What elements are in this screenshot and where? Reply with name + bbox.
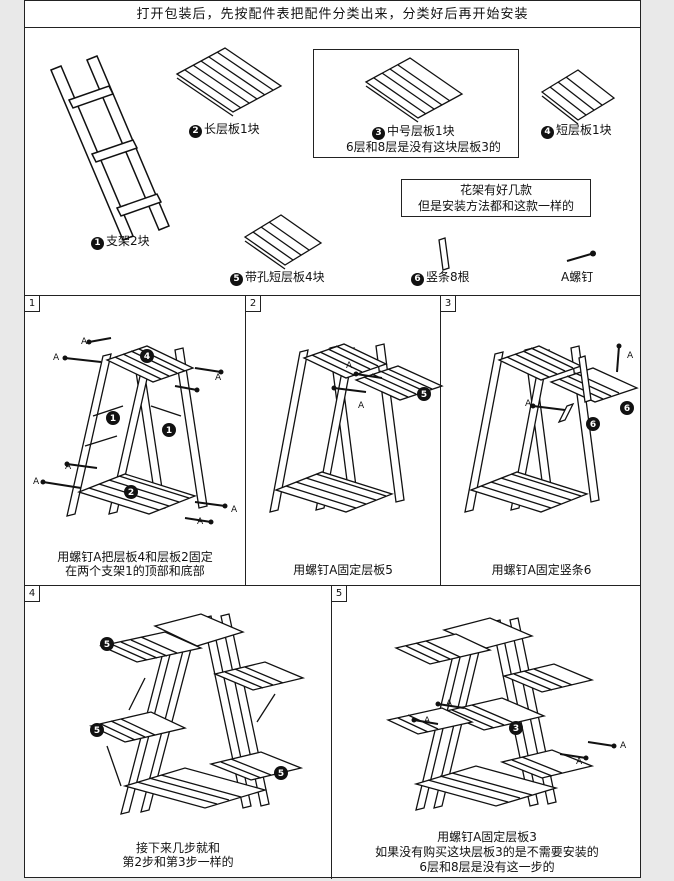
step-3-a-2: A <box>525 399 532 409</box>
part-4-number: 4 <box>541 126 554 139</box>
step-3-marker-6b: 6 <box>590 420 596 430</box>
step-1-marker-1b: 1 <box>166 426 172 436</box>
step-4-caption-1: 接下来几步就和 <box>135 841 220 855</box>
step-1-a-6: A <box>231 505 238 515</box>
step-2-number: 2 <box>246 296 261 312</box>
step-4-caption-2: 第2步和第3步一样的 <box>122 855 234 869</box>
step-5-number: 5 <box>332 586 347 602</box>
step-1-illustration: A A A A A A A 4 1 1 2 <box>33 337 238 527</box>
step-5-caption-3: 6层和8层是没有这一步的 <box>419 860 555 874</box>
step-1-a-1: A <box>81 337 88 347</box>
part-2-number: 2 <box>189 125 202 138</box>
step-5-panel: 5 <box>332 586 642 879</box>
step-1-marker-1a: 1 <box>110 414 116 424</box>
step-3-illustration: A A 6 6 <box>464 343 639 513</box>
screw-icon <box>566 250 596 262</box>
step-5-a-1: A <box>446 699 453 709</box>
step-5-a-4: A <box>576 757 583 767</box>
part-5-number: 5 <box>230 273 243 286</box>
step-2-a-2: A <box>346 361 353 371</box>
step-2-a-1: A <box>358 401 365 411</box>
step-5-a-3: A <box>620 741 627 751</box>
step-1-marker-4: 4 <box>144 352 150 362</box>
step-3-marker-6a: 6 <box>624 404 630 414</box>
step-1-caption-2: 在两个支架1的顶部和底部 <box>65 564 205 578</box>
step-1-a-3: A <box>215 373 222 383</box>
step-1-marker-2: 2 <box>128 488 134 498</box>
part-5-text: 带孔短层板4块 <box>245 270 325 284</box>
vertical-strip-illustration <box>438 237 450 271</box>
step-3-number: 3 <box>441 296 456 312</box>
step-4-panel: 4 <box>25 586 332 879</box>
step-3-a-1: A <box>627 351 634 361</box>
info-line-2: 但是安装方法都和这款一样的 <box>417 199 574 213</box>
part-3-text: 中号层板1块 <box>387 124 455 138</box>
header-instruction: 打开包装后，先按配件表把配件分类出来，分类好后再开始安装 <box>25 1 640 28</box>
step-3-panel: 3 <box>441 296 642 585</box>
frame-ladder-illustration <box>50 55 170 241</box>
holed-short-board-illustration <box>243 214 323 270</box>
step-1-panel: 1 <box>25 296 246 585</box>
step-4-marker-5a: 5 <box>104 640 110 650</box>
step-5-a-2: A <box>424 716 431 726</box>
part-1-number: 1 <box>91 237 104 250</box>
step-4-marker-5b: 5 <box>94 726 100 736</box>
step-1-number: 1 <box>25 296 40 312</box>
medium-board-illustration <box>364 57 464 123</box>
part-4-text: 短层板1块 <box>556 123 612 137</box>
part-6-number: 6 <box>411 273 424 286</box>
step-5-illustration: A A A A 3 <box>385 617 627 811</box>
screw-label: A螺钉 <box>561 270 594 284</box>
step-1-a-4: A <box>65 462 72 472</box>
step-5-caption-1: 用螺钉A固定层板3 <box>437 830 537 844</box>
step-5-caption-2: 如果没有购买这块层板3的是不需要安装的 <box>375 845 599 859</box>
info-line-1: 花架有好几款 <box>459 183 532 197</box>
step-2-marker-5: 5 <box>421 390 427 400</box>
step-4-marker-5c: 5 <box>278 769 284 779</box>
long-board-illustration <box>175 47 283 117</box>
steps-row-1: 1 <box>25 296 640 586</box>
step-4-number: 4 <box>25 586 40 602</box>
part-3-number: 3 <box>372 127 385 140</box>
step-2-panel: 2 <box>246 296 444 585</box>
step-1-caption-1: 用螺钉A把层板4和层板2固定 <box>57 550 213 564</box>
steps-row-2: 4 <box>25 586 640 879</box>
part-2-text: 长层板1块 <box>204 122 260 136</box>
info-box: 花架有好几款 但是安装方法都和这款一样的 <box>401 179 591 217</box>
step-5-marker-3: 3 <box>513 724 519 734</box>
part-1-text: 支架2块 <box>106 234 150 248</box>
step-1-a-7: A <box>197 517 204 527</box>
step-3-caption: 用螺钉A固定竖条6 <box>491 563 592 577</box>
step-1-a-2: A <box>53 353 60 363</box>
short-board-illustration <box>540 69 616 125</box>
step-4-illustration: 5 5 5 <box>89 613 306 815</box>
part-3-note: 6层和8层是没有这块层板3的 <box>346 140 501 154</box>
part-6-text: 竖条8根 <box>426 270 470 284</box>
step-1-a-5: A <box>33 477 40 487</box>
step-2-caption: 用螺钉A固定层板5 <box>293 563 393 577</box>
step-2-illustration: A A 5 <box>269 343 444 513</box>
